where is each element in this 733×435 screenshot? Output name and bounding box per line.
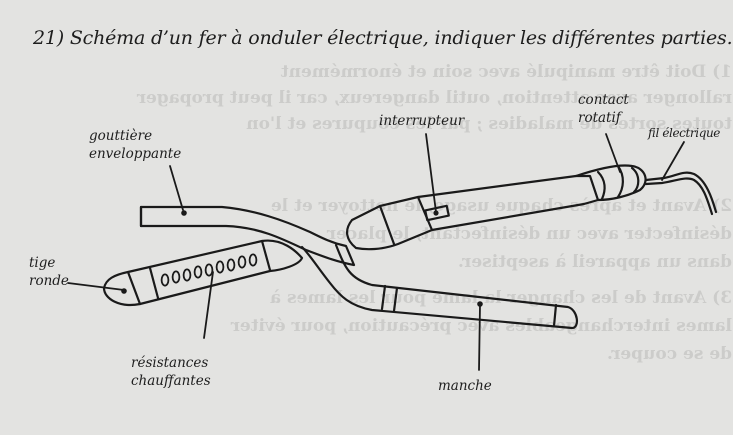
gutter-clamp: [139, 205, 356, 267]
label-contact-line1: contact: [578, 92, 629, 108]
pointer-lines: [67, 133, 685, 371]
pointer-contact: [605, 133, 621, 173]
contact-ring: [596, 170, 606, 201]
page-title: 21) Schéma d’un fer à onduler électrique…: [33, 27, 733, 49]
label-tige: tige ronde: [29, 254, 69, 290]
main-body: [346, 174, 600, 251]
rotating-contact: [574, 164, 647, 202]
label-tige-line1: tige: [29, 255, 56, 271]
lever-ring: [392, 286, 399, 313]
label-resistances-line2: chauffantes: [131, 373, 211, 389]
lever-handle: [300, 243, 578, 330]
label-gouttiere-line2: enveloppante: [89, 146, 182, 162]
lever-ring: [380, 284, 387, 311]
pointer-fil: [661, 141, 685, 181]
power-cord: [644, 177, 714, 216]
label-interrupteur: interrupteur: [379, 113, 465, 129]
heating-barrel: [102, 239, 304, 307]
pointer-manche: [478, 304, 481, 371]
label-gouttiere: gouttière enveloppante: [89, 127, 181, 163]
power-cord: [644, 171, 718, 214]
pointer-dots: [121, 210, 483, 307]
label-manche: manche: [438, 378, 492, 394]
pointer-resistances: [203, 271, 214, 339]
pointer-tige: [67, 282, 125, 291]
pointer-gouttiere: [169, 165, 184, 211]
body-ring: [378, 204, 396, 246]
lever-end-ring: [552, 303, 558, 328]
label-contact-line2: rotatif: [578, 110, 621, 126]
label-gouttiere-line1: gouttière: [89, 128, 153, 144]
label-contact: contact rotatif: [578, 91, 629, 127]
label-resistances: résistances chauffantes: [131, 354, 211, 390]
resistance-coils: [148, 239, 272, 300]
label-fil: fil électrique: [648, 126, 721, 140]
label-resistances-line1: résistances: [131, 355, 209, 371]
barrel-tip-line: [126, 270, 142, 306]
pointer-interrupteur: [425, 133, 437, 213]
label-tige-line2: ronde: [29, 273, 69, 289]
contact-cap: [630, 166, 640, 194]
